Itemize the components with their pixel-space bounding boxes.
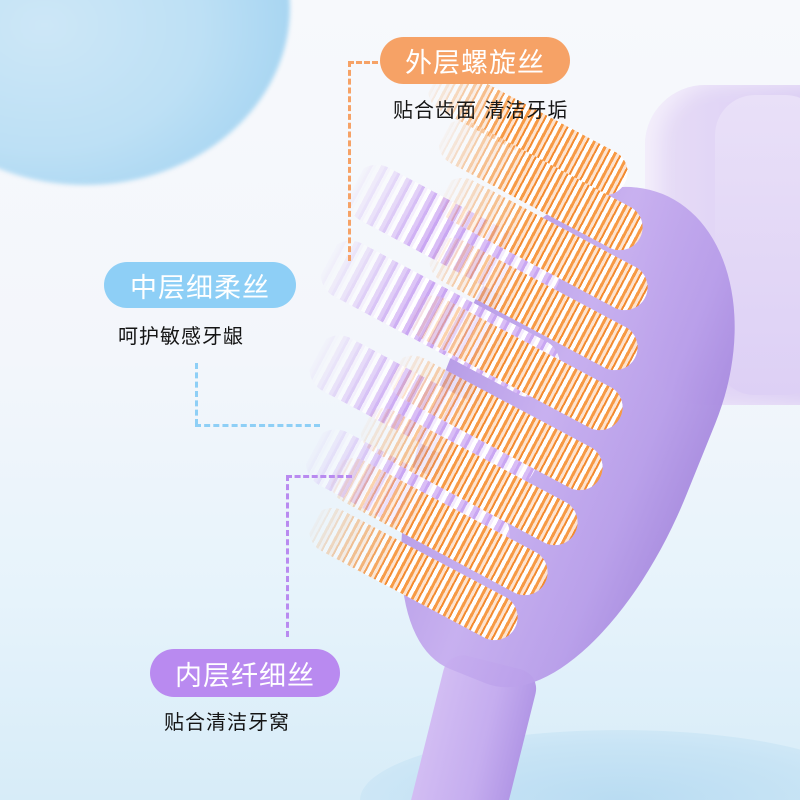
outer-leader-line-vertical <box>348 61 351 261</box>
middle-leader-line-horizontal <box>195 424 320 427</box>
middle-layer-label: 中层细柔丝 <box>104 262 296 308</box>
middle-leader-line-vertical <box>195 363 198 425</box>
middle-layer-description: 呵护敏感牙龈 <box>118 324 244 348</box>
middle-layer-title: 中层细柔丝 <box>130 272 270 304</box>
inner-layer-description: 贴合清洁牙窝 <box>164 710 290 734</box>
outer-layer-label: 外层螺旋丝 <box>380 37 570 84</box>
inner-layer-title: 内层纤细丝 <box>175 660 315 692</box>
inner-layer-label: 内层纤细丝 <box>150 649 340 697</box>
background-blob-top-left <box>0 0 290 185</box>
inner-leader-line-vertical <box>286 475 289 637</box>
outer-layer-title: 外层螺旋丝 <box>405 48 545 79</box>
inner-leader-line-horizontal <box>286 475 352 478</box>
outer-layer-description: 贴合齿面 清洁牙垢 <box>393 98 569 122</box>
bristle-cluster <box>285 59 685 660</box>
outer-leader-line-horizontal <box>348 61 378 64</box>
